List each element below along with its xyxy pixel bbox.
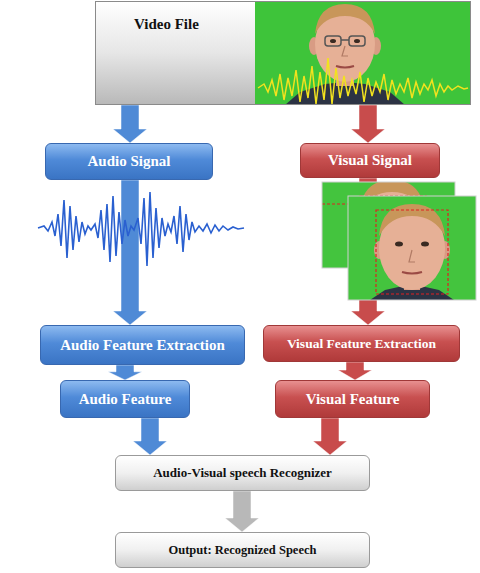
box-label: Audio-Visual speech Recognizer	[153, 465, 332, 481]
feature-box: Audio Feature	[60, 380, 190, 418]
block-arrow	[225, 491, 259, 532]
box-label: Visual Feature	[306, 391, 400, 408]
block-arrow	[133, 418, 167, 455]
signal-box: Visual Signal	[300, 143, 440, 178]
recognizer-box: Audio-Visual speech Recognizer	[115, 455, 370, 491]
box-label: Audio Feature	[79, 391, 172, 408]
video-frame	[255, 1, 470, 105]
box-label: Visual Signal	[328, 152, 412, 169]
extraction-box: Audio Feature Extraction	[40, 325, 245, 365]
box-label: Video File	[134, 16, 199, 33]
block-arrow	[313, 418, 347, 455]
audio-waveform	[38, 192, 244, 266]
block-arrow	[113, 105, 147, 143]
video-file-box: Video File	[95, 1, 471, 105]
face-image	[322, 180, 476, 300]
feature-box: Visual Feature	[275, 380, 430, 418]
signal-box: Audio Signal	[45, 143, 213, 180]
block-arrow	[113, 180, 147, 325]
box-label: Visual Feature Extraction	[287, 336, 436, 352]
box-label: Output: Recognized Speech	[169, 543, 317, 558]
block-arrow	[338, 362, 372, 380]
block-arrow	[108, 365, 142, 380]
extraction-box: Visual Feature Extraction	[263, 325, 460, 362]
box-label: Audio Feature Extraction	[60, 337, 225, 354]
block-arrow	[351, 105, 385, 143]
panel-ground	[95, 1, 255, 105]
output-box: Output: Recognized Speech	[115, 532, 370, 568]
box-label: Audio Signal	[88, 153, 171, 170]
